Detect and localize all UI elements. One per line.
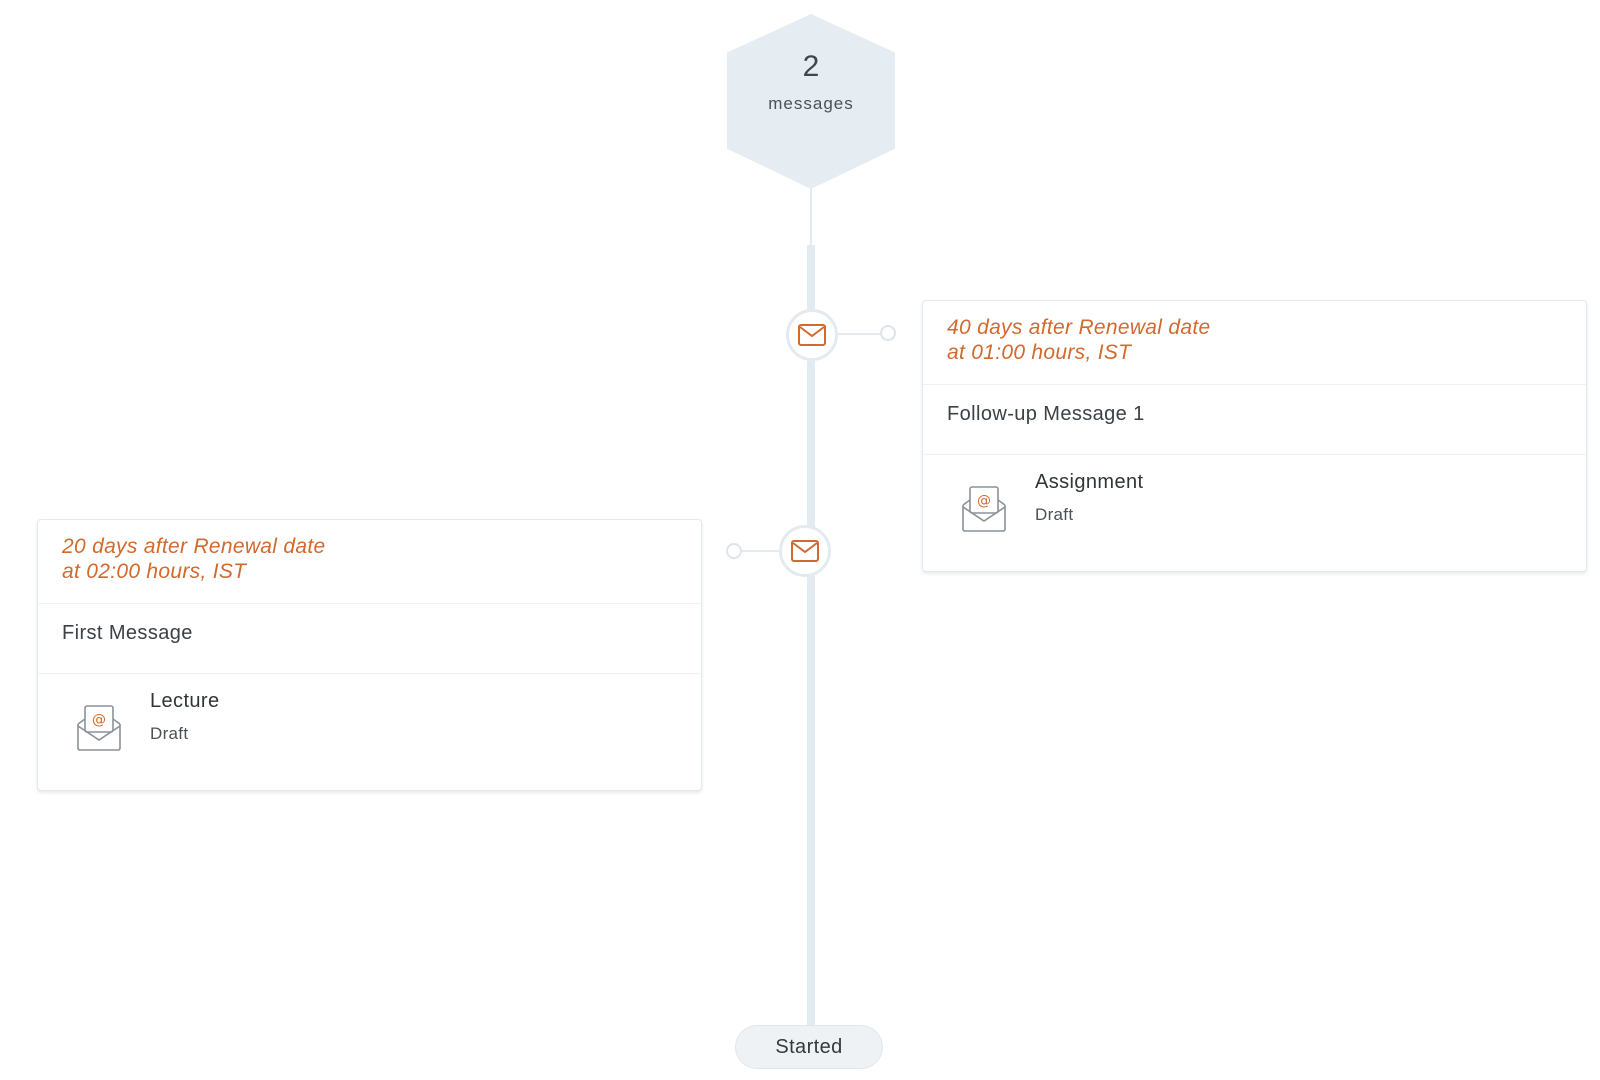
message-title[interactable]: First Message [38, 604, 701, 674]
message-name[interactable]: Assignment [1035, 471, 1144, 493]
message-count-label: messages [768, 94, 854, 113]
schedule-time: at 01:00 hours, IST [947, 341, 1132, 364]
message-card-first[interactable]: 20 days after Renewal date at 02:00 hour… [37, 519, 702, 791]
connector-right [838, 333, 884, 335]
svg-text:@: @ [92, 712, 106, 728]
message-count-hexagon [727, 14, 895, 189]
message-content[interactable]: @ Lecture Draft [38, 674, 701, 784]
mail-icon [791, 540, 819, 562]
connector-dot-right[interactable] [880, 325, 896, 341]
schedule-text: 20 days after Renewal date at 02:00 hour… [38, 520, 701, 604]
timeline-line-top [810, 185, 812, 247]
status-badge: Draft [1035, 505, 1074, 524]
timeline-node-first[interactable] [779, 525, 831, 577]
envelope-at-icon: @ [962, 486, 1006, 532]
timeline-line [807, 245, 815, 1030]
connector-dot-left[interactable] [726, 543, 742, 559]
envelope-at-icon: @ [77, 705, 121, 751]
timeline-node-followup[interactable] [786, 309, 838, 361]
svg-text:@: @ [977, 493, 991, 509]
connector-left [740, 550, 780, 552]
mail-icon [798, 324, 826, 346]
message-card-followup[interactable]: 40 days after Renewal date at 01:00 hour… [922, 300, 1587, 572]
status-badge: Draft [150, 724, 189, 743]
schedule-time: at 02:00 hours, IST [62, 560, 247, 583]
schedule-delay: 40 days after Renewal date [947, 316, 1211, 339]
message-name[interactable]: Lecture [150, 690, 220, 712]
message-title[interactable]: Follow-up Message 1 [923, 385, 1586, 455]
started-badge[interactable]: Started [735, 1025, 883, 1069]
schedule-delay: 20 days after Renewal date [62, 535, 326, 558]
schedule-text: 40 days after Renewal date at 01:00 hour… [923, 301, 1586, 385]
message-count: 2 [802, 50, 820, 83]
message-content[interactable]: @ Assignment Draft [923, 455, 1586, 565]
